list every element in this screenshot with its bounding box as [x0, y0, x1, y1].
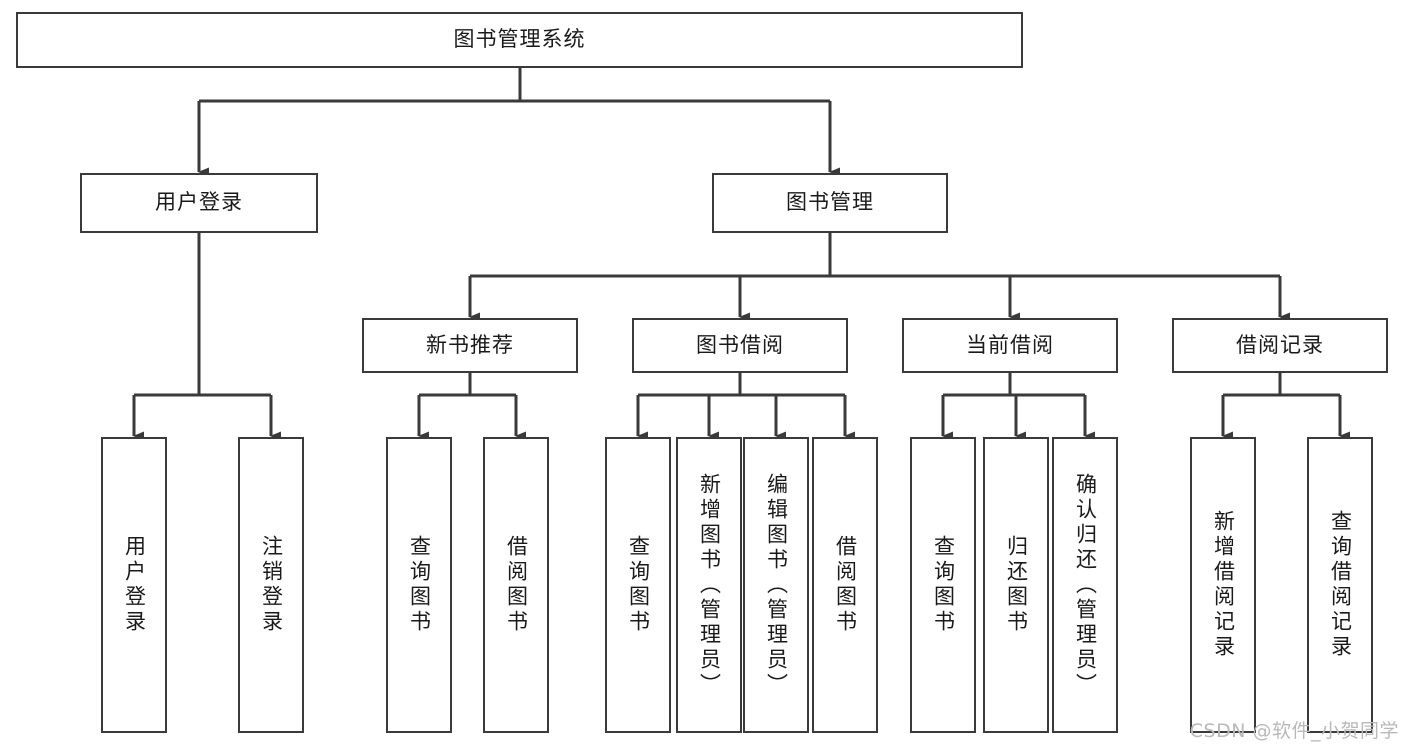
node-leaf-query-book-current[interactable]: 查询图书: [910, 437, 976, 733]
node-leaf-add-book[interactable]: 新增图书（管理员）: [676, 437, 742, 733]
node-leaf-edit-book[interactable]: 编辑图书（管理员）: [743, 437, 809, 733]
node-label: 归还图书: [1004, 535, 1029, 635]
node-leaf-query-book-borrow[interactable]: 查询图书: [605, 437, 671, 733]
node-leaf-logout[interactable]: 注销登录: [238, 437, 304, 733]
node-leaf-confirm-return[interactable]: 确认归还（管理员）: [1052, 437, 1118, 733]
node-label: 确认归还（管理员）: [1073, 472, 1098, 698]
node-leaf-query-record[interactable]: 查询借阅记录: [1307, 437, 1373, 733]
node-label: 当前借阅: [966, 332, 1054, 357]
node-label: 新增图书（管理员）: [697, 472, 722, 698]
node-label: 借阅记录: [1236, 332, 1324, 357]
node-label: 借阅图书: [833, 535, 858, 635]
node-new-book-recommend[interactable]: 新书推荐: [362, 318, 578, 373]
node-leaf-query-book-rec[interactable]: 查询图书: [386, 437, 452, 733]
node-leaf-return-book[interactable]: 归还图书: [983, 437, 1049, 733]
node-label: 用户登录: [155, 190, 243, 215]
node-borrow-record[interactable]: 借阅记录: [1172, 318, 1388, 373]
node-label: 借阅图书: [504, 535, 529, 635]
node-leaf-borrow-book-rec[interactable]: 借阅图书: [483, 437, 549, 733]
node-current-borrow[interactable]: 当前借阅: [902, 318, 1118, 373]
csdn-watermark: CSDN @软件_小贺同学: [1189, 720, 1399, 742]
node-label: 编辑图书（管理员）: [764, 472, 789, 698]
node-leaf-borrow-book[interactable]: 借阅图书: [812, 437, 878, 733]
node-label: 图书借阅: [696, 332, 784, 357]
node-label: 新书推荐: [426, 332, 514, 357]
node-label: 用户登录: [122, 535, 147, 635]
node-root[interactable]: 图书管理系统: [16, 12, 1023, 68]
node-leaf-user-login[interactable]: 用户登录: [101, 437, 167, 733]
node-book-management[interactable]: 图书管理: [712, 173, 948, 233]
node-leaf-add-record[interactable]: 新增借阅记录: [1190, 437, 1256, 733]
node-label: 新增借阅记录: [1211, 510, 1236, 660]
node-label: 查询图书: [931, 535, 956, 635]
node-label: 查询借阅记录: [1328, 510, 1353, 660]
node-book-borrow[interactable]: 图书借阅: [632, 318, 848, 373]
node-user-login[interactable]: 用户登录: [80, 173, 318, 233]
node-label: 图书管理系统: [453, 27, 586, 52]
node-label: 查询图书: [407, 535, 432, 635]
node-label: 查询图书: [626, 535, 651, 635]
node-label: 注销登录: [259, 535, 284, 635]
node-label: 图书管理: [786, 190, 874, 215]
